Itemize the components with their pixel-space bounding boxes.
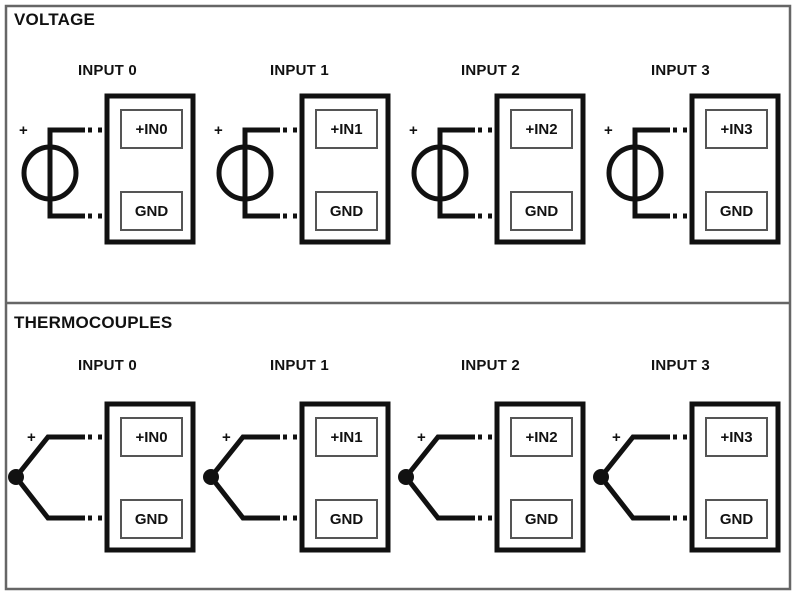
thermocouple-junction-dot-2 (398, 469, 414, 485)
terminal-box-positive-thermocouple-1 (315, 417, 378, 457)
lead-ground-thermocouple-3 (599, 475, 670, 521)
polarity-marker-thermocouple-3: + (612, 429, 621, 446)
terminal-box-ground-voltage-2 (510, 191, 573, 231)
input-label-voltage-2: INPUT 2 (461, 62, 520, 79)
input-label-thermocouple-3: INPUT 3 (651, 357, 710, 374)
lead-ground-voltage-2 (437, 213, 475, 219)
terminal-box-positive-thermocouple-2 (510, 417, 573, 457)
terminal-text-positive-thermocouple-0: +IN0 (135, 428, 168, 446)
terminal-box-ground-voltage-1 (315, 191, 378, 231)
polarity-marker-voltage-0: + (19, 122, 28, 139)
terminal-box-ground-thermocouple-1 (315, 499, 378, 539)
terminal-box-ground-thermocouple-0 (120, 499, 183, 539)
terminal-text-ground-thermocouple-2: GND (524, 510, 559, 528)
terminal-text-ground-thermocouple-1: GND (329, 510, 364, 528)
terminal-box-positive-voltage-0 (120, 109, 183, 149)
terminal-box-ground-voltage-3 (705, 191, 768, 231)
terminal-text-ground-voltage-3: GND (719, 202, 754, 220)
lead-ground-thermocouple-0 (14, 475, 85, 521)
terminal-text-positive-voltage-2: +IN2 (525, 120, 558, 138)
input-label-thermocouple-2: INPUT 2 (461, 357, 520, 374)
lead-ground-thermocouple-2 (404, 475, 475, 521)
lead-positive-voltage-0 (47, 127, 85, 133)
terminal-text-ground-voltage-1: GND (329, 202, 364, 220)
terminal-text-positive-thermocouple-2: +IN2 (525, 428, 558, 446)
section-title-voltage: VOLTAGE (14, 10, 96, 29)
thermocouple-junction-dot-0 (8, 469, 24, 485)
polarity-marker-thermocouple-2: + (417, 429, 426, 446)
voltage-channel-3 (606, 93, 781, 245)
lead-positive-voltage-2 (437, 127, 475, 133)
polarity-marker-voltage-1: + (214, 122, 223, 139)
terminal-box-positive-voltage-1 (315, 109, 378, 149)
lead-positive-thermocouple-3 (599, 434, 670, 479)
voltage-channel-2 (411, 93, 586, 245)
lead-ground-voltage-0 (47, 213, 85, 219)
thermocouple-channel-0 (8, 401, 196, 553)
lead-positive-voltage-1 (242, 127, 280, 133)
polarity-marker-voltage-3: + (604, 122, 613, 139)
terminal-text-positive-thermocouple-1: +IN1 (330, 428, 363, 446)
section-title-thermocouples: THERMOCOUPLES (14, 313, 173, 332)
terminal-box-positive-voltage-2 (510, 109, 573, 149)
terminal-text-ground-thermocouple-3: GND (719, 510, 754, 528)
lead-ground-thermocouple-1 (209, 475, 280, 521)
terminal-box-positive-thermocouple-3 (705, 417, 768, 457)
terminal-text-positive-thermocouple-3: +IN3 (720, 428, 753, 446)
terminal-text-positive-voltage-1: +IN1 (330, 120, 363, 138)
input-label-voltage-1: INPUT 1 (270, 62, 329, 79)
input-label-voltage-3: INPUT 3 (651, 62, 710, 79)
polarity-marker-thermocouple-1: + (222, 429, 231, 446)
thermocouple-junction-dot-1 (203, 469, 219, 485)
voltage-channel-0 (21, 93, 196, 245)
lead-positive-thermocouple-2 (404, 434, 475, 479)
terminal-text-ground-thermocouple-0: GND (134, 510, 169, 528)
terminal-text-ground-voltage-2: GND (524, 202, 559, 220)
lead-positive-thermocouple-0 (14, 434, 85, 479)
lead-ground-voltage-3 (632, 213, 670, 219)
terminal-box-ground-thermocouple-3 (705, 499, 768, 539)
input-label-voltage-0: INPUT 0 (78, 62, 137, 79)
thermocouple-channel-2 (398, 401, 586, 553)
terminal-box-positive-voltage-3 (705, 109, 768, 149)
thermocouple-junction-dot-3 (593, 469, 609, 485)
polarity-marker-thermocouple-0: + (27, 429, 36, 446)
voltage-channel-1 (216, 93, 391, 245)
thermocouple-channel-1 (203, 401, 391, 553)
terminal-text-ground-voltage-0: GND (134, 202, 169, 220)
lead-positive-thermocouple-1 (209, 434, 280, 479)
terminal-box-ground-voltage-0 (120, 191, 183, 231)
input-label-thermocouple-1: INPUT 1 (270, 357, 329, 374)
terminal-box-positive-thermocouple-0 (120, 417, 183, 457)
lead-positive-voltage-3 (632, 127, 670, 133)
input-label-thermocouple-0: INPUT 0 (78, 357, 137, 374)
lead-ground-voltage-1 (242, 213, 280, 219)
terminal-box-ground-thermocouple-2 (510, 499, 573, 539)
thermocouple-channel-3 (593, 401, 781, 553)
terminal-text-positive-voltage-3: +IN3 (720, 120, 753, 138)
polarity-marker-voltage-2: + (409, 122, 418, 139)
terminal-text-positive-voltage-0: +IN0 (135, 120, 168, 138)
